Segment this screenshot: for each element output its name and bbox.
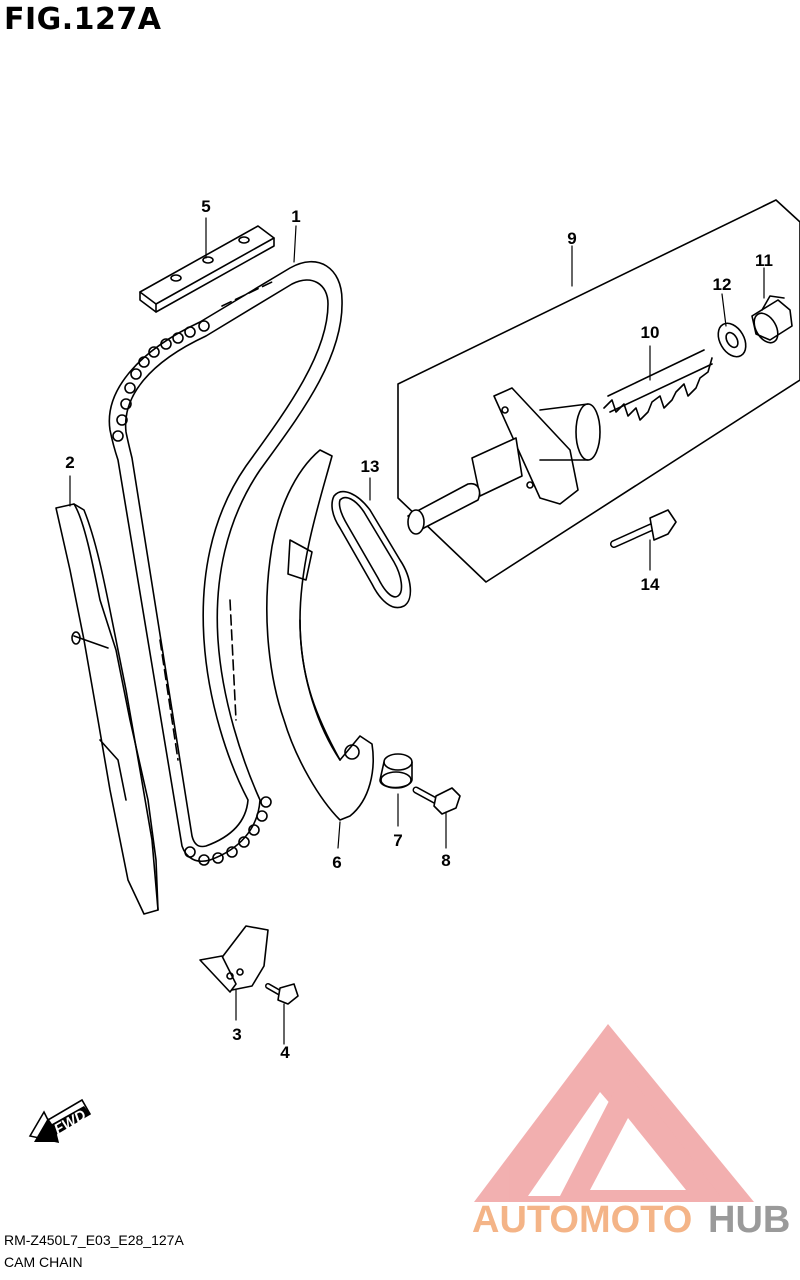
callout-10: 10 [641,323,660,342]
cam-chain-guide [55,503,159,915]
tensioner-assembly-box [397,199,800,583]
callout-5: 5 [201,197,210,216]
adjuster-bolt [610,509,677,548]
tensioner-gasket [331,490,412,609]
tensioner-adjuster [407,387,601,535]
callout-6: 6 [332,853,341,872]
callout-leaders [69,217,765,1045]
tensioner-spring [603,349,713,421]
callout-4: 4 [280,1043,290,1062]
watermark-brand-b: HUB [708,1199,790,1241]
callout-8: 8 [441,851,450,870]
guide-bracket [199,925,269,993]
drawing-code: RM-Z450L7_E03_E28_127A [4,1232,184,1248]
callout-9: 9 [567,229,576,248]
callout-12: 12 [713,275,732,294]
tensioner-collar [379,753,413,789]
sealing-washer [717,322,747,358]
tensioner-bolt [412,786,461,815]
chain-links-lower [184,796,272,866]
callout-2: 2 [65,453,74,472]
callout-1: 1 [291,207,300,226]
drawing-caption: CAM CHAIN [4,1254,83,1270]
plug-bolt [751,295,793,344]
watermark-brand-a: AUTOMOTO [472,1199,692,1241]
callout-labels: 1 2 3 4 5 6 7 8 9 10 11 12 13 14 [65,197,773,1062]
chain-links-upper [112,320,210,442]
figure-title: FIG.127A [4,2,162,37]
bracket-bolt [265,983,299,1005]
cam-chain [108,261,343,866]
watermark-logo [474,1024,754,1202]
fwd-arrow: FWD [28,1098,92,1144]
callout-14: 14 [641,575,660,594]
callout-13: 13 [361,457,380,476]
callout-7: 7 [393,831,402,850]
callout-11: 11 [755,251,773,270]
cam-chain-tensioner [266,449,374,821]
chain-guide-plate [139,225,275,313]
callout-3: 3 [232,1025,241,1044]
